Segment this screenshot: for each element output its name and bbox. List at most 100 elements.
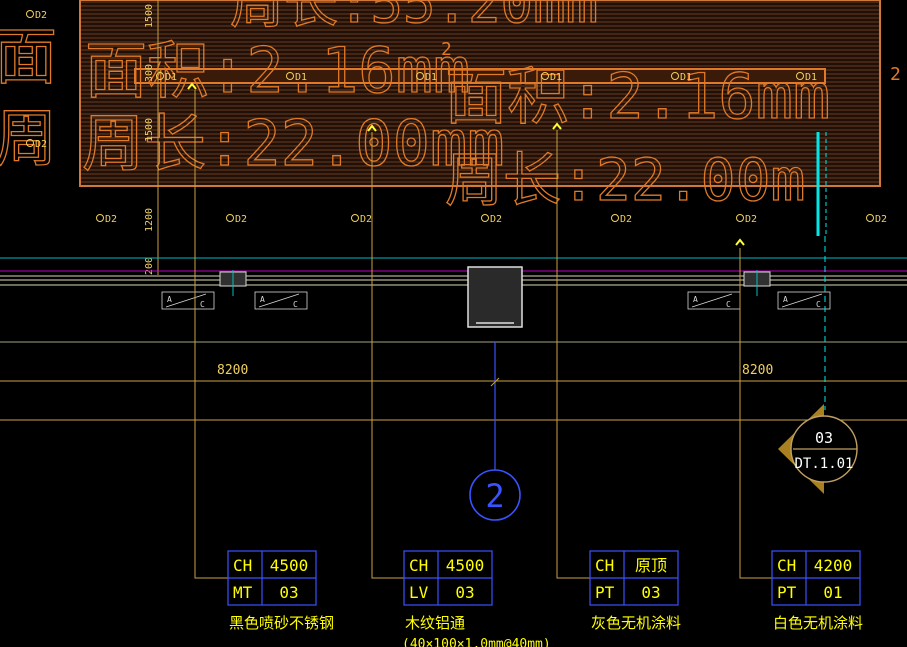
section-c: C (726, 300, 731, 309)
dim-1500: 1500 (144, 118, 155, 142)
tag-h-value: 原顶 (635, 556, 667, 575)
tag-h-code: CH (595, 556, 614, 575)
fixture-d2-label: D2 (875, 214, 887, 225)
section-mark: AC (161, 291, 215, 310)
fixture-d1: D1 (541, 72, 562, 83)
tag-description-2: (40×100×1.0mm@40mm) (402, 637, 551, 647)
area-label-left: 面积:2.16mm (85, 34, 470, 107)
columns (219, 266, 771, 328)
fixture-d2: D2 (611, 214, 632, 225)
fixture-d2-label: D2 (35, 139, 47, 150)
callout-number: 03 (815, 429, 833, 447)
section-mark: AC (254, 291, 308, 310)
tag-m-value: 03 (279, 583, 298, 602)
fixture-d1-label: D1 (805, 72, 817, 83)
tag-description: 白色无机涂料 (773, 614, 863, 632)
leader-arrow-icon (735, 238, 745, 246)
perimeter-top-fragment: 周长:55.20mm (230, 0, 598, 35)
section-c: C (200, 300, 205, 309)
fixture-d2: D2 (226, 214, 247, 225)
tag-m-code: MT (233, 583, 253, 602)
leader-line (371, 132, 404, 579)
fixture-d2: D2 (481, 214, 502, 225)
fixture-d1-label: D1 (550, 72, 562, 83)
fixture-d2-label: D2 (360, 214, 372, 225)
leader-line (556, 130, 590, 579)
fixture-d2-label: D2 (105, 214, 117, 225)
section-a: A (693, 295, 698, 304)
leader-line (194, 90, 228, 579)
tag-m-code: PT (777, 583, 797, 602)
vertical-dims: 1500 300 1500 1200 200 (144, 4, 155, 275)
section-a: A (167, 295, 172, 304)
perimeter-label-right: 周长:22.00m (445, 146, 805, 214)
fixture-d1: D1 (286, 72, 307, 83)
ceiling-panel (79, 0, 881, 187)
fixture-d2: D2 (866, 214, 887, 225)
fixture-d2-label: D2 (490, 214, 502, 225)
perimeter-label-left: 周长:22.00mm (82, 107, 505, 180)
leader-arrow-icon (367, 124, 377, 132)
d1-fixtures: D1 D1 D1 D1 D1 D1 (156, 72, 817, 83)
area-char-outside: 面 (0, 20, 57, 93)
dim-300: 300 (144, 64, 155, 82)
section-mark: AC (687, 291, 741, 310)
callout-sheet: DT.1.01 (794, 456, 853, 472)
tag-description: 灰色无机涂料 (591, 614, 681, 632)
tag-h-code: CH (777, 556, 796, 575)
fixture-d2: D2 (736, 214, 757, 225)
tag-description: 木纹铝通 (405, 614, 465, 632)
tag-h-code: CH (233, 556, 252, 575)
dim-1200: 1200 (144, 208, 155, 232)
tag-m-value: 03 (455, 583, 474, 602)
fixture-d2-label: D2 (620, 214, 632, 225)
area-label-right: 面积:2.16mm (445, 60, 830, 133)
fixture-d1-label: D1 (680, 72, 692, 83)
section-a: A (783, 295, 788, 304)
fixture-d2: D2 (26, 139, 47, 150)
fixture-d2: D2 (96, 214, 117, 225)
tag-m-code: PT (595, 583, 615, 602)
fixture-d1: D1 (156, 72, 177, 83)
section-a: A (260, 295, 265, 304)
section-callout: 03 DT.1.01 (778, 404, 858, 494)
area-watermark: 周长:55.20mm 面积:2.16mm 周长:22.00mm 面积:2.16m… (0, 0, 831, 215)
detail-number: 2 (485, 477, 504, 515)
span-right: 8200 (742, 363, 773, 378)
dim-200: 200 (144, 257, 155, 275)
detail-marker: 2 (469, 342, 521, 521)
tag-h-value: 4500 (270, 556, 309, 575)
track-lines (0, 257, 907, 421)
fixture-d2-label: D2 (235, 214, 247, 225)
tag-m-value: 03 (641, 583, 660, 602)
fixture-d1: D1 (416, 72, 437, 83)
dim-1500-top: 1500 (144, 4, 155, 28)
central-column (467, 266, 523, 328)
tag-h-value: 4500 (446, 556, 485, 575)
span-left: 8200 (217, 363, 248, 378)
material-tag: CH 原顶 PT 03 灰色无机涂料 (589, 550, 681, 632)
fixture-d1: D1 (671, 72, 692, 83)
fixture-d1-label: D1 (425, 72, 437, 83)
fixture-d2: D2 (26, 10, 47, 21)
leaders (194, 90, 772, 579)
superscript-2: 2 (441, 39, 452, 60)
tag-h-value: 4200 (814, 556, 853, 575)
perimeter-char-outside: 周 (0, 102, 57, 175)
leader-arrow-icon (187, 82, 197, 90)
leader-line (739, 248, 772, 579)
fixture-d1: D1 (796, 72, 817, 83)
tag-description: 黑色喷砂不锈钢 (229, 614, 334, 632)
tag-h-code: CH (409, 556, 428, 575)
section-mark: AC (777, 291, 831, 310)
leader-arrow-icon (552, 122, 562, 130)
section-c: C (293, 300, 298, 309)
superscript-2-right: 2 (890, 64, 901, 85)
fixture-d2-label: D2 (35, 10, 47, 21)
